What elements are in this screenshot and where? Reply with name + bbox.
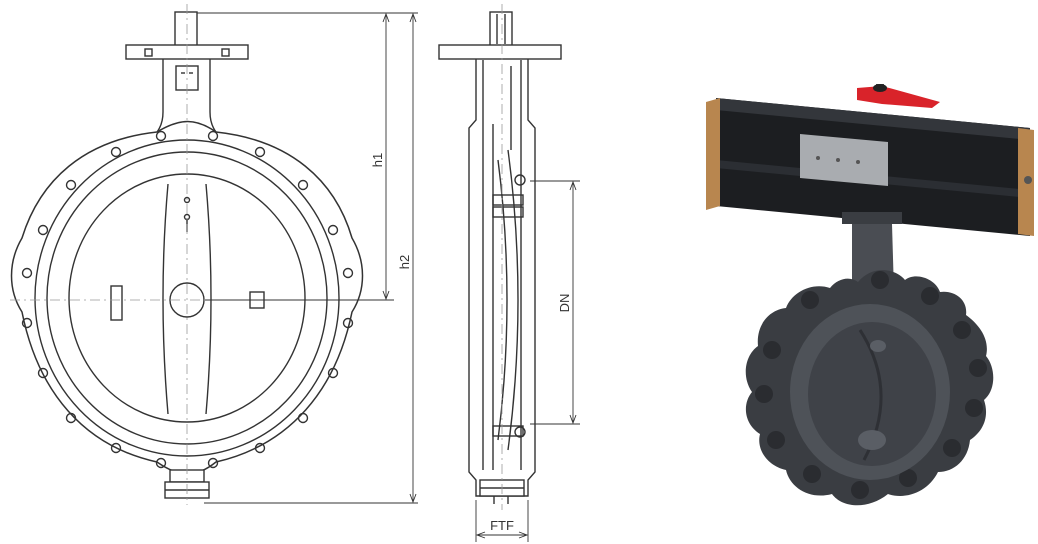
side-view [438,4,562,510]
bolt-holes [21,130,354,469]
front-centerlines [10,4,370,505]
valve-3d-render [706,84,1034,506]
neck [156,59,217,133]
dimension-dn-label: DN [557,294,572,313]
front-dimensions [197,12,418,504]
side-flange [438,44,562,60]
lug-outline [10,120,364,475]
render-disc [808,322,936,466]
stem [174,11,198,47]
pneumatic-actuator [706,98,1034,236]
dimension-h1-label: h1 [370,153,385,167]
dimension-ftf-label: FTF [490,518,514,533]
front-view [10,4,370,505]
side-stem [489,11,513,47]
side-dimensions [475,180,580,542]
actuator-plate [800,134,888,186]
lever-handle [857,84,940,108]
dimension-h2-label: h2 [397,255,412,269]
disc-stem [162,183,212,415]
